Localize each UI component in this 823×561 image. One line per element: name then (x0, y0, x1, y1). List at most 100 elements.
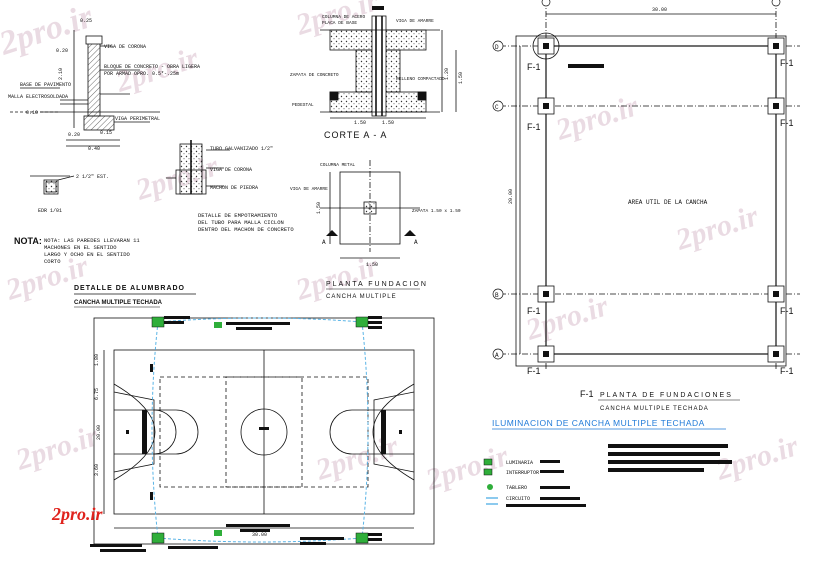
site-logo: 2pro.ir (51, 504, 104, 524)
watermark-text: 2pro.ir (0, 0, 98, 63)
detail-label: EDR 1/01 (38, 208, 62, 214)
wall-label: VIGA PERIMETRAL (115, 116, 160, 122)
nota-line: MACHONES EN EL SENTIDO (44, 244, 117, 251)
plan-dim: 30.00 (652, 7, 667, 13)
f1-label: F-1 (527, 306, 541, 316)
detail-label: 2 1/2" EST. (76, 174, 109, 180)
wall-block (87, 39, 101, 117)
f1-label: F-1 (527, 366, 541, 376)
lighting-title: ILUMINACION DE CANCHA MULTIPLE TECHADA (492, 418, 705, 428)
wall-section-labels: VIGA DE CORONA BLOQUE DE CONCRETO - OBRA… (8, 18, 200, 152)
dim-label: 2.10 (58, 68, 64, 80)
legend-swatch (487, 484, 493, 490)
axis-bubbles (492, 0, 781, 360)
corte-label: RELLENO COMPACTADO (396, 76, 445, 82)
planta-dim: 1.50 (366, 262, 378, 268)
plan-title: PLANTA DE FUNDACIONES (600, 392, 733, 399)
legend-swatch (483, 458, 493, 466)
dim-label: 0.10 (26, 110, 38, 116)
legend-swatch (483, 468, 493, 476)
f1-label: F-1 (580, 389, 594, 399)
cut-mark: A (414, 239, 418, 246)
corte-dim: 1.50 (382, 120, 394, 126)
axis-letter: A (495, 352, 499, 359)
foundation-column-cores (543, 43, 779, 357)
legend-label: CIRCUITO (506, 496, 530, 502)
watermark-text: 2pro.ir (131, 149, 223, 207)
tube-label: DEL TUBO PARA MALLA CICLON (198, 219, 284, 226)
f1-label: F-1 (780, 366, 794, 376)
watermark-text: 2pro.ir (551, 89, 643, 147)
watermark-text: 2pro.ir (521, 289, 613, 347)
corte-dim: 1.20 (444, 68, 450, 80)
f1-labels: F-1 F-1 F-1 F-1 F-1 F-1 F-1 F-1 F-1 (527, 58, 794, 399)
dim-label: 0.15 (100, 130, 112, 136)
court-title: DETALLE DE ALUMBRADO (74, 285, 185, 292)
f1-label: F-1 (780, 118, 794, 128)
cut-arrow-right (404, 230, 416, 236)
corte-label: PLACA DE BASE (322, 20, 357, 26)
corte-title: CORTE A - A (324, 130, 387, 140)
lighting-legend: LUMINARIA INTERRUPTOR TABLERO CIRCUITO (483, 458, 586, 507)
callout-tag (568, 64, 604, 68)
corte-tag (372, 6, 384, 10)
court-dim: 6.75 (94, 388, 100, 400)
watermark-text: 2pro.ir (711, 429, 803, 487)
dim-label: 0.20 (56, 48, 68, 54)
dim-label: 0.20 (68, 132, 80, 138)
wall-label: MALLA ELECTROSOLDADA (8, 94, 68, 100)
plan-dim: 20.00 (508, 189, 514, 204)
corte-label: VIGA DE AMARRE (396, 18, 434, 24)
court-marks (126, 410, 402, 454)
dim-label: 0.40 (88, 146, 100, 152)
planta-label: ZAPATA 1.50 x 1.50 (412, 208, 461, 214)
plan-subtitle: CANCHA MULTIPLE TECHADA (600, 406, 709, 412)
wall-label: POR ARMAD OPRO. 0.5*-.25m (104, 71, 179, 77)
watermark-text: 2pro.ir (311, 429, 403, 487)
lighting-cables (151, 317, 369, 543)
nota-block: NOTA: NOTA: LAS PAREDES LLEVARAN 11 MACH… (14, 236, 140, 265)
corte-label: PEDESTAL (292, 102, 314, 108)
legend-label: TABLERO (506, 485, 527, 491)
axis-letter: D (495, 44, 499, 51)
f1-label: F-1 (780, 58, 794, 68)
dim-label: 0.25 (80, 18, 92, 24)
planta-subtitle: CANCHA MULTIPLE (326, 294, 397, 300)
fixture-callouts (90, 316, 382, 552)
axis-letter: B (495, 292, 499, 299)
court-subtitle: CANCHA MULTIPLE TECHADA (74, 300, 163, 306)
court-dim: 20.00 (96, 425, 102, 440)
lighting-notes (608, 444, 732, 472)
watermark-text: 2pro.ir (421, 439, 513, 497)
corte-dim: 1.50 (354, 120, 366, 126)
planta-title: PLANTA FUNDACION (326, 281, 428, 288)
light-fixtures (151, 316, 369, 544)
tube-embed-detail (166, 140, 230, 195)
court-dim: 30.00 (252, 532, 267, 538)
f1-label: F-1 (780, 306, 794, 316)
corte-dim: 1.50 (458, 72, 464, 84)
court-dim: 1.80 (94, 354, 100, 366)
area-label: AREA UTIL DE LA CANCHA (628, 199, 708, 206)
planta-fundacion-small (320, 160, 420, 259)
planta-dim: 1.50 (316, 202, 322, 214)
planta-label: COLUMNA METAL (320, 162, 355, 168)
planta-label: VIGA DE AMARRE (290, 186, 328, 192)
legend-label: LUMINARIA (506, 460, 533, 466)
wall-section-detail (10, 30, 160, 147)
cut-mark: A (322, 239, 326, 246)
wall-label: BLOQUE DE CONCRETO - OBRA LIGERA (104, 64, 200, 70)
legend-label: INTERRUPTOR (506, 470, 539, 476)
corte-label: ZAPATA DE CONCRETO (290, 72, 339, 78)
nota-line: CORTO (44, 258, 61, 265)
small-square-detail (30, 175, 75, 195)
corte-aa-section (320, 15, 457, 119)
watermark-text: 2pro.ir (11, 419, 103, 477)
axis-letter: C (495, 104, 499, 111)
nota-line: NOTA: LAS PAREDES LLEVARAN 11 (44, 237, 140, 244)
f1-label: F-1 (527, 122, 541, 132)
wall-label: BASE DE PAVIMENTO (20, 82, 71, 88)
tube-label: DENTRO DEL MACHON DE CONCRETO (198, 226, 294, 233)
tube-label: TUBO GALVANIZADO 1/2" (210, 146, 273, 152)
corte-label: COLUMNA DE ACERO (322, 14, 366, 20)
